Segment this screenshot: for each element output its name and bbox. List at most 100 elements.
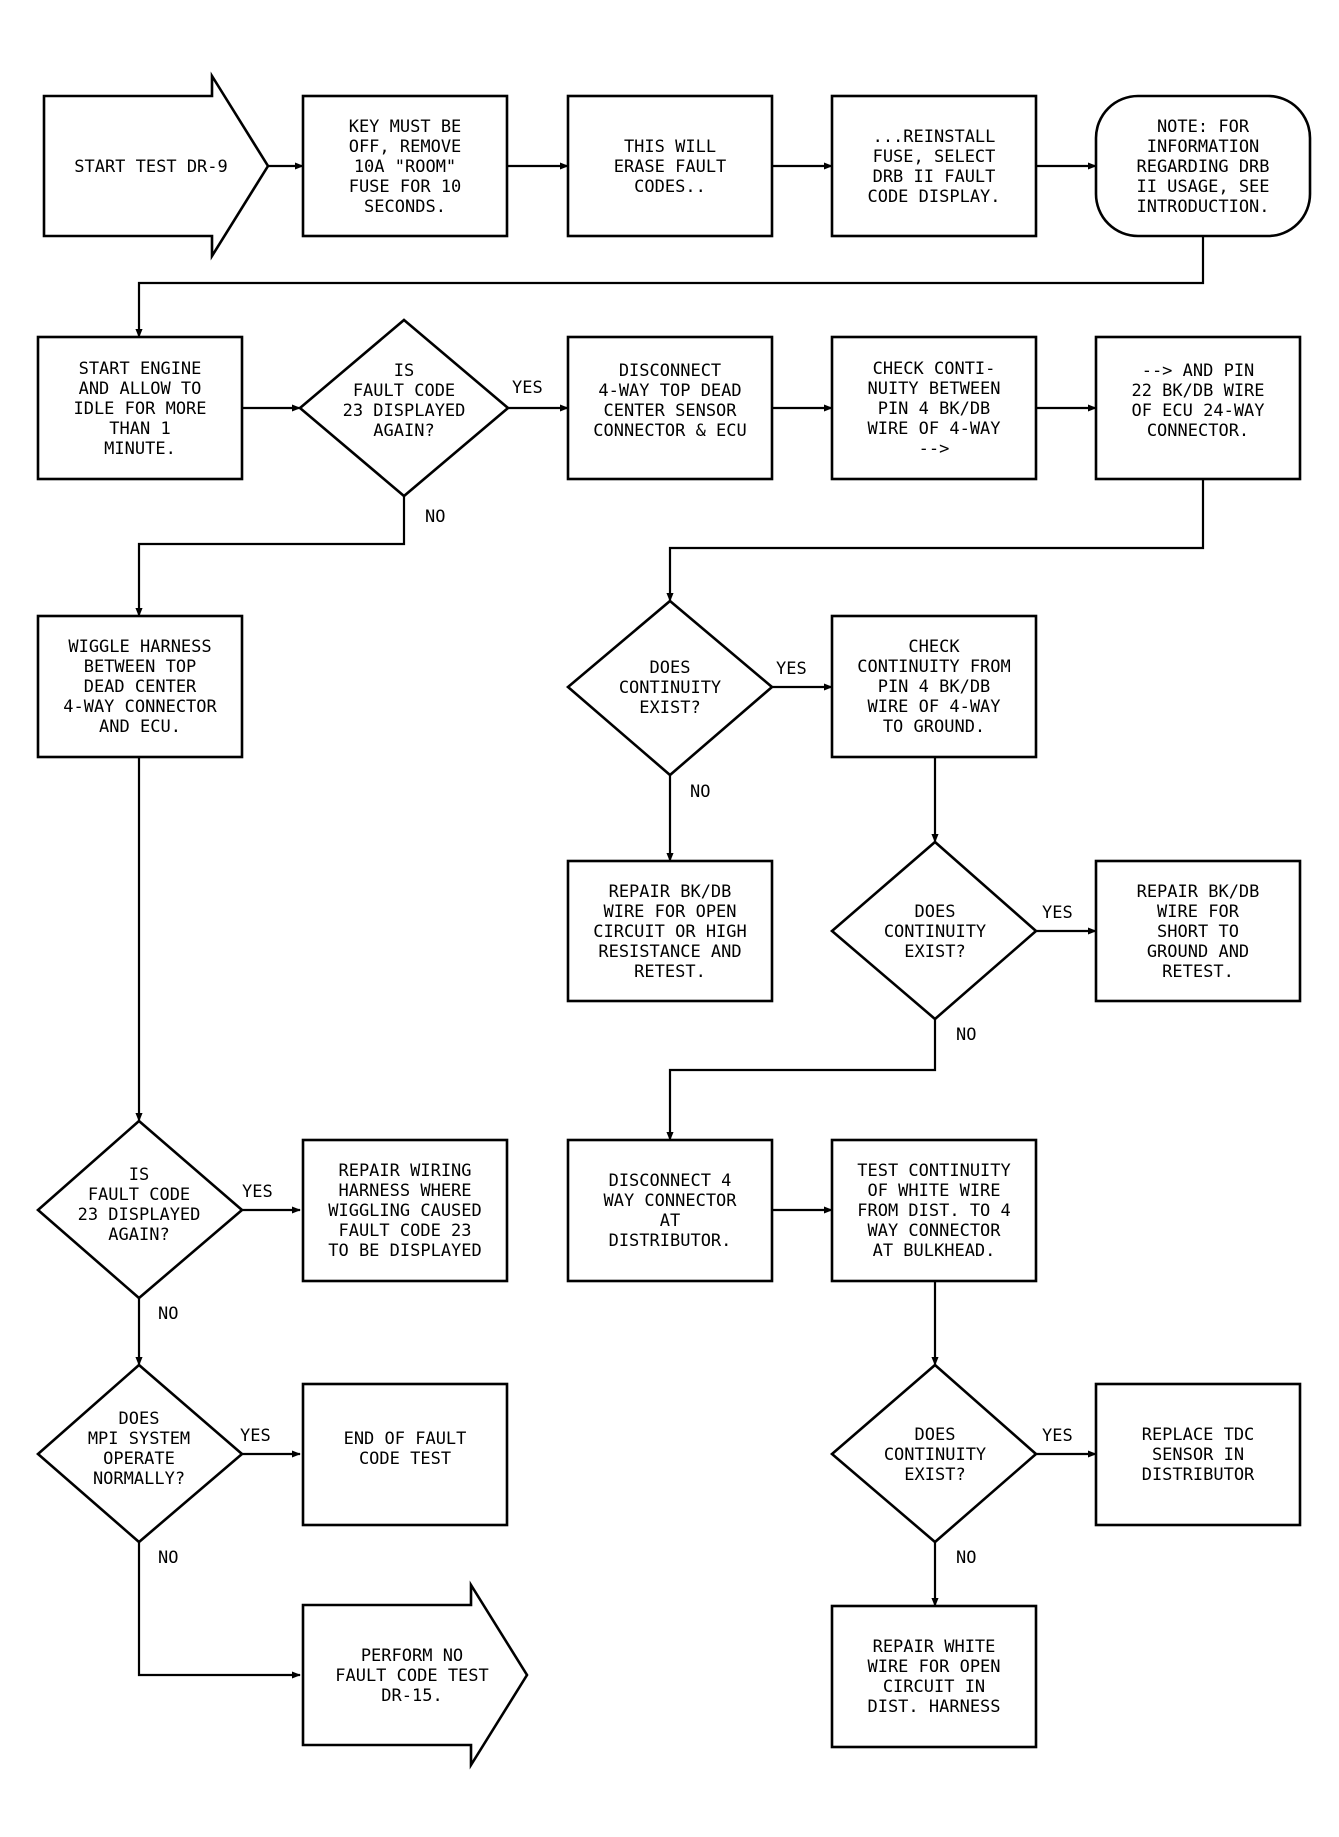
connector-and-pin-to-does-cont [666, 479, 1205, 602]
process-box [566, 859, 774, 1003]
label-line: RETEST. [1162, 962, 1234, 982]
label-line: IDLE FOR MORE [73, 399, 206, 419]
label-line: WIRE OF 4-WAY [867, 419, 1000, 439]
label-line: DOES [915, 1425, 956, 1445]
label-line: END OF FAULT [344, 1429, 467, 1449]
label-line: NORMALLY? [93, 1469, 185, 1489]
label-line: FUSE FOR 10 [349, 177, 462, 197]
shapes [36, 71, 1312, 1770]
decision-diamond [36, 1119, 244, 1300]
label-line: CENTER SENSOR [603, 401, 737, 421]
label-line: CONTINUITY [619, 678, 721, 698]
label-line: ERASE FAULT [614, 157, 727, 177]
process-box [830, 335, 1038, 481]
start-arrow-shape [42, 71, 270, 261]
no-label: NO [956, 1025, 976, 1045]
label-line: START ENGINE [79, 359, 202, 379]
process-box [1094, 859, 1302, 1003]
decision-diamond [830, 1363, 1038, 1544]
process-box [830, 94, 1038, 238]
label-line: CONTINUITY FROM [857, 657, 1011, 677]
label-line: OF WHITE WIRE [867, 1181, 1000, 1201]
label-line: DRB II FAULT [873, 167, 996, 187]
label-line: CONTINUITY [884, 1445, 986, 1465]
label-line: 4-WAY CONNECTOR [63, 697, 217, 717]
label-line: DEAD CENTER [84, 677, 197, 697]
label-line: --> AND PIN [1142, 361, 1255, 381]
connectors [135, 162, 1205, 1679]
label-line: PIN 4 BK/DB [878, 677, 991, 697]
label-line: IS [129, 1165, 149, 1185]
label-line: CIRCUIT OR HIGH [593, 922, 747, 942]
label-line: ...REINSTALL [873, 127, 996, 147]
label-line: THIS WILL [624, 137, 716, 157]
label-line: OPERATE [103, 1449, 175, 1469]
label-line: WIRE FOR [1157, 902, 1240, 922]
label-line: EXIST? [639, 698, 700, 718]
label-line: REGARDING DRB [1136, 157, 1269, 177]
process-box [36, 335, 244, 481]
label-line: DIST. HARNESS [867, 1697, 1000, 1717]
label-line: THAN 1 [109, 419, 170, 439]
decision-diamond [565, 599, 775, 777]
label-line: CODES.. [634, 177, 706, 197]
label-line: DOES [650, 658, 691, 678]
yes-label: YES [512, 378, 543, 398]
label-line: FAULT CODE 23 [338, 1221, 471, 1241]
label-line: 23 DISPLAYED [78, 1205, 201, 1225]
label-line: HARNESS WHERE [338, 1181, 471, 1201]
label-line: CIRCUIT IN [883, 1677, 985, 1697]
branch-labels: YES NO YES NO YES NO YES NO YES NO YES N… [158, 378, 1073, 1568]
label-line: DISCONNECT [619, 361, 721, 381]
decision-diamond [297, 318, 511, 498]
connector-is-23-no [135, 496, 406, 617]
note-box [1094, 94, 1312, 238]
label-line: MINUTE. [104, 439, 176, 459]
label-line: FAULT CODE [88, 1185, 190, 1205]
label-line: CHECK [908, 637, 960, 657]
connector-mpi-no [137, 1542, 301, 1679]
label-line: SHORT TO [1157, 922, 1239, 942]
label-line: RESISTANCE AND [598, 942, 741, 962]
label-line: --> [919, 439, 950, 459]
label-line: SENSOR IN [1152, 1445, 1244, 1465]
process-box [566, 94, 774, 238]
label-line: DOES [915, 902, 956, 922]
connector-does-cont-2-no [666, 1019, 937, 1141]
label-line: OF ECU 24-WAY [1131, 401, 1264, 421]
label-line: 23 DISPLAYED [343, 401, 466, 421]
yes-label: YES [1042, 1426, 1073, 1446]
label-line: GROUND AND [1147, 942, 1249, 962]
label-line: START TEST DR-9 [74, 157, 228, 177]
yes-label: YES [1042, 903, 1073, 923]
label-line: INFORMATION [1147, 137, 1260, 157]
no-label: NO [690, 782, 710, 802]
label-line: EXIST? [904, 1465, 965, 1485]
yes-label: YES [242, 1182, 273, 1202]
label-line: PIN 4 BK/DB [878, 399, 991, 419]
label-line: WAY CONNECTOR [867, 1221, 1001, 1241]
label-line: WIRE FOR OPEN [603, 902, 736, 922]
process-box [301, 94, 509, 238]
label-line: CHECK CONTI- [873, 359, 996, 379]
label-line: DR-15. [381, 1686, 442, 1706]
label-line: CONNECTOR & ECU [593, 421, 747, 441]
label-line: PERFORM NO [361, 1646, 463, 1666]
label-line: FROM DIST. TO 4 [857, 1201, 1011, 1221]
decision-diamond [36, 1363, 244, 1544]
